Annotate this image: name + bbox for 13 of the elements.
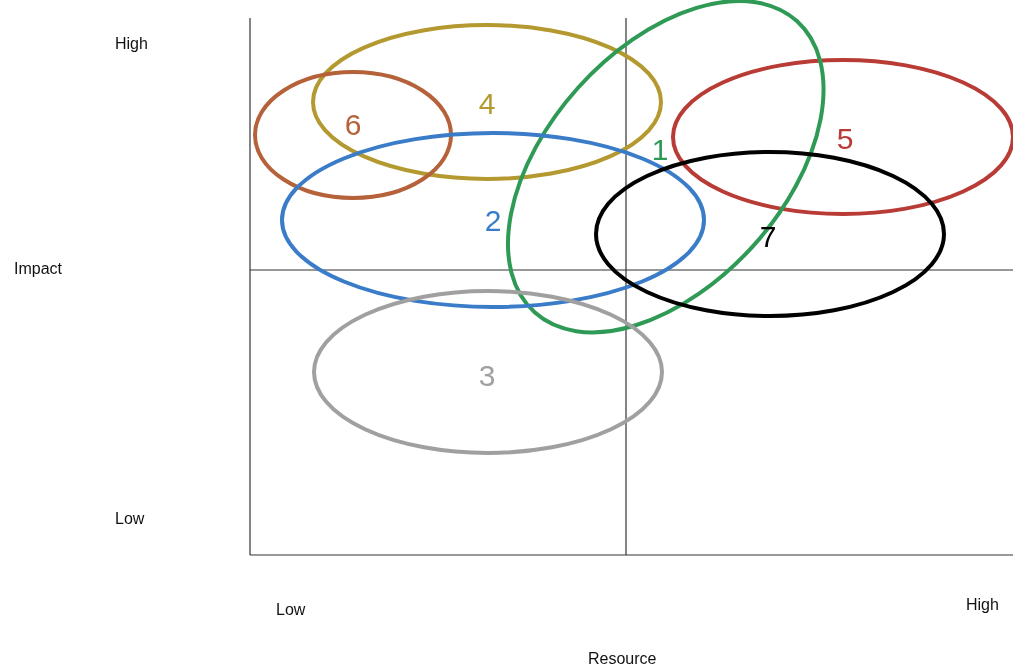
ellipse-number: 2 <box>484 206 502 236</box>
ellipse-number: 7 <box>759 222 777 252</box>
ellipse-number: 1 <box>651 135 669 165</box>
axis-label: Resource <box>588 650 657 668</box>
ellipse-number: 5 <box>836 124 854 154</box>
ellipse-number: 4 <box>478 89 496 119</box>
axis-label: Impact <box>14 260 62 278</box>
axis-label: Low <box>276 601 306 619</box>
axis-label: Low <box>115 510 145 528</box>
ellipse-number: 6 <box>344 110 362 140</box>
axis-label: High <box>115 35 148 53</box>
axis-label: High <box>966 596 999 614</box>
ellipse-number: 3 <box>478 361 496 391</box>
